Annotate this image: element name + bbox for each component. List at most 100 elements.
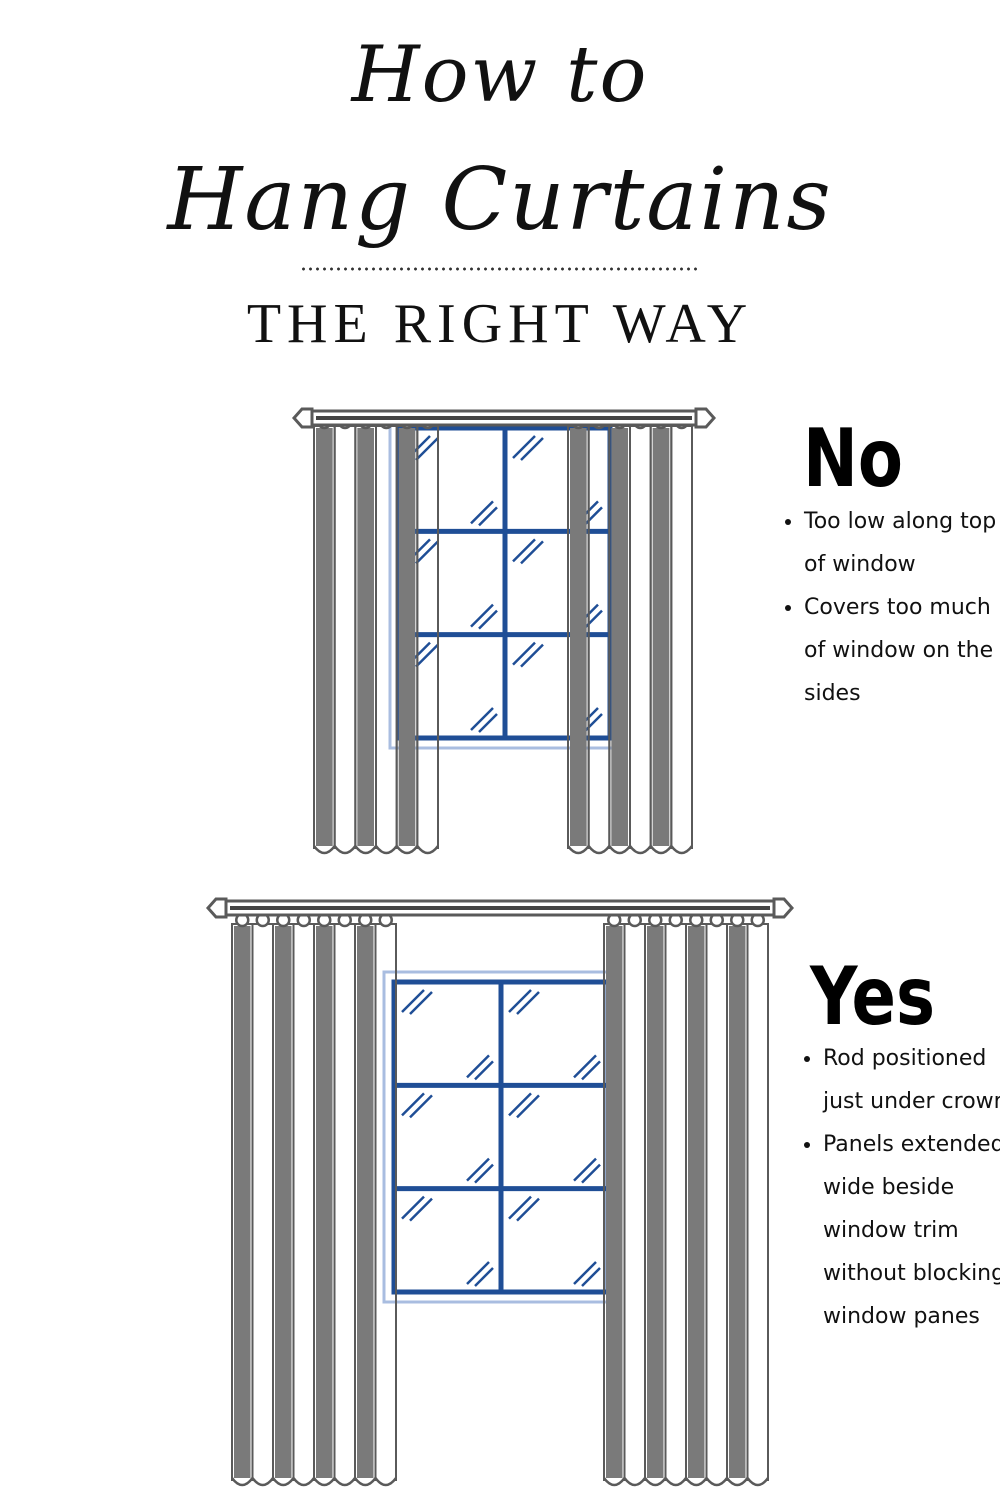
glass-glare (520, 643, 544, 668)
curtain-hem (230, 1477, 254, 1487)
glass-glare (581, 1060, 601, 1081)
curtain-stripe (652, 428, 670, 846)
no-heading: No (803, 412, 903, 505)
no-example-diagram (291, 407, 717, 855)
glass-glare (470, 500, 494, 525)
glass-glare (573, 1054, 597, 1079)
curtain-fold (292, 923, 315, 1481)
curtain-stripe (316, 428, 333, 846)
curtain-hem (608, 845, 632, 855)
curtain-hem (312, 1477, 336, 1487)
glass-glare (466, 1054, 490, 1079)
curtain-hem (670, 845, 694, 855)
glass-glare (409, 991, 433, 1015)
glass-glare (520, 540, 544, 565)
yes-point: Panels extended wide beside window trim … (823, 1123, 1000, 1338)
no-point: Covers too much of window on the sides (804, 586, 1000, 715)
no-points-list: Too low along top of window Covers too m… (782, 500, 1000, 715)
curtain-hem (374, 1477, 398, 1487)
yes-points-list: Rod positioned just under crown Panels e… (801, 1037, 1000, 1338)
curtain-fold (670, 425, 693, 849)
curtain-hem (643, 1477, 667, 1487)
glass-glare (401, 1195, 425, 1220)
finial-left (205, 897, 228, 919)
curtain-hem (395, 845, 419, 855)
curtain-hem (333, 1477, 357, 1487)
finial-right (772, 897, 795, 919)
glass-glare (409, 1094, 433, 1119)
glass-glare (573, 1157, 597, 1182)
glass-glare (466, 1157, 490, 1182)
glass-glare (508, 989, 532, 1013)
yes-example-diagram (205, 897, 795, 1487)
curtain-panel-icon (230, 912, 398, 1487)
curtain-stripe (647, 926, 664, 1478)
curtain-stripe (234, 926, 251, 1478)
curtain-hem (354, 845, 378, 855)
curtain-hem (705, 1477, 729, 1487)
curtain-hem (333, 845, 357, 855)
curtain-fold (333, 425, 357, 849)
curtain-fold (664, 923, 687, 1481)
glass-glare (478, 506, 498, 527)
yes-heading: Yes (810, 950, 936, 1043)
curtain-hem (271, 1477, 295, 1487)
glass-glare (573, 1261, 597, 1285)
curtain-panel-icon (602, 912, 770, 1487)
curtain-fold (746, 923, 769, 1481)
glass-glare (512, 435, 536, 459)
curtain-stripe (357, 926, 374, 1478)
title-line-1: How to (351, 30, 649, 120)
glass-glare (516, 1197, 540, 1222)
glass-glare (512, 538, 536, 563)
glass-glare (474, 1163, 494, 1184)
curtain-stripe (611, 428, 628, 846)
curtain-hem (416, 845, 440, 855)
curtain-hem (623, 1477, 647, 1487)
curtain-hem (566, 845, 590, 855)
glass-glare (415, 643, 439, 668)
finial-left (291, 407, 314, 429)
curtain-stripe (316, 926, 333, 1478)
glass-glare (583, 506, 603, 527)
glass-glare (466, 1261, 490, 1285)
curtain-fold (629, 425, 652, 849)
dotted-divider (300, 266, 700, 272)
curtain-hem (353, 1477, 377, 1487)
curtain-hem (628, 845, 652, 855)
curtain-fold (705, 923, 728, 1481)
glass-glare (401, 1092, 425, 1117)
glass-glare (470, 707, 494, 731)
finial-right (694, 407, 717, 429)
curtain-stripe (398, 428, 416, 846)
glass-glare (508, 1092, 532, 1117)
title-line-2: Hang Curtains (167, 150, 833, 250)
glass-glare (478, 713, 498, 733)
glass-glare (474, 1060, 494, 1081)
yes-point: Rod positioned just under crown (823, 1037, 1000, 1123)
window-icon (382, 970, 620, 1304)
curtain-panel-icon (566, 414, 694, 855)
curtain-hem (725, 1477, 749, 1487)
glass-glare (583, 609, 603, 630)
curtain-hem (746, 1477, 770, 1487)
glass-glare (409, 1197, 433, 1222)
glass-glare (516, 991, 540, 1015)
curtain-stripe (570, 428, 587, 846)
curtain-hem (664, 1477, 688, 1487)
curtain-hem (251, 1477, 275, 1487)
curtain-stripe (688, 926, 705, 1478)
glass-glare (415, 540, 439, 565)
curtain-hem (602, 1477, 626, 1487)
no-point: Too low along top of window (804, 500, 1000, 586)
glass-glare (470, 603, 494, 628)
curtain-stripe (729, 926, 746, 1478)
curtain-hem (587, 845, 611, 855)
curtain-hem (684, 1477, 708, 1487)
curtain-hem (649, 845, 673, 855)
curtain-fold (333, 923, 356, 1481)
subtitle: THE RIGHT WAY (246, 293, 754, 355)
glass-glare (516, 1094, 540, 1119)
curtain-fold (623, 923, 646, 1481)
